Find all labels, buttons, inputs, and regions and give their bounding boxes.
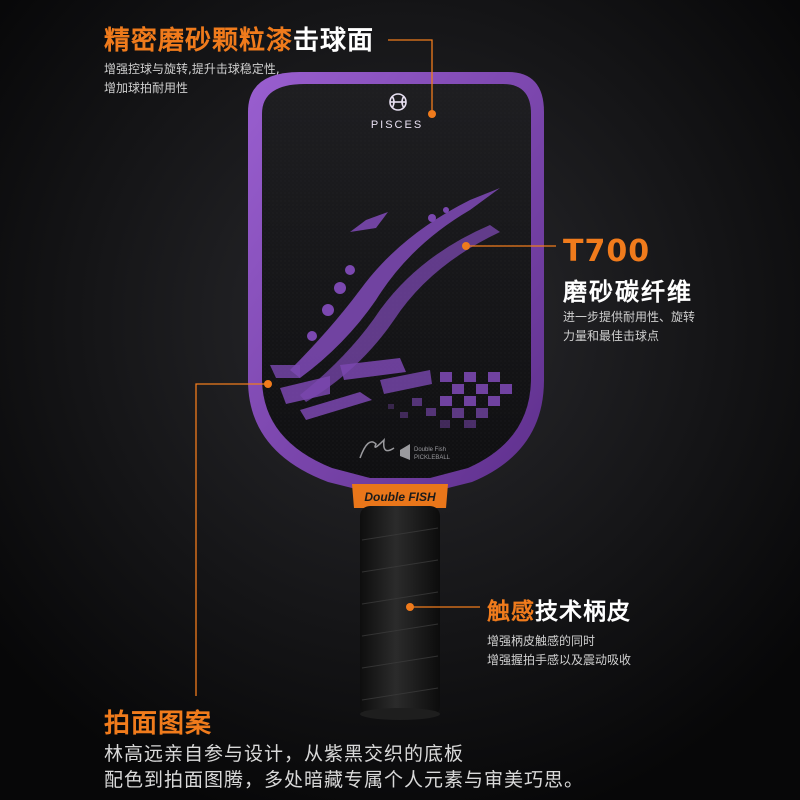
handle-collar: [352, 484, 448, 508]
carbon-title-grade: T700: [563, 234, 651, 269]
brand-logo-small: Double Fish PICKLEBALL: [400, 444, 451, 461]
surface-title-rest: 击球面: [293, 26, 375, 56]
callout-lines: [195, 39, 556, 696]
face-pattern: [270, 188, 512, 428]
grip-title-highlight: 触感: [487, 599, 535, 625]
carbon-description: 进一步提供耐用性、旋转 力量和最佳击球点: [563, 310, 696, 343]
carbon-title-material: 磨砂碳纤维: [563, 278, 693, 306]
signature-mark: [359, 437, 395, 459]
surface-title-highlight: 精密磨砂颗粒漆: [104, 26, 294, 56]
pisces-symbol-icon: [389, 93, 407, 111]
series-name: PISCES: [371, 119, 423, 131]
pattern-title: 拍面图案: [104, 709, 213, 739]
collar-brand: Double FISH: [364, 490, 436, 504]
callout-dots: [264, 110, 470, 611]
svg-text:PICKLEBALL: PICKLEBALL: [414, 455, 451, 461]
grip-title-rest: 技术柄皮: [535, 599, 631, 625]
grip-title: 触感技术柄皮: [487, 592, 631, 626]
pattern-description: 林高远亲自参与设计，从紫黑交织的底板 配色到拍面图腾，多处暗藏专属个人元素与审美…: [104, 743, 585, 791]
svg-text:Double Fish: Double Fish: [414, 447, 446, 453]
grip-handle: [360, 506, 440, 716]
surface-description: 增强控球与旋转,提升击球稳定性, 增加球拍耐用性: [104, 62, 280, 95]
grip-description: 增强柄皮触感的同时 增强握拍手感以及震动吸收: [487, 634, 632, 667]
surface-title: 精密磨砂颗粒漆击球面: [104, 20, 374, 57]
